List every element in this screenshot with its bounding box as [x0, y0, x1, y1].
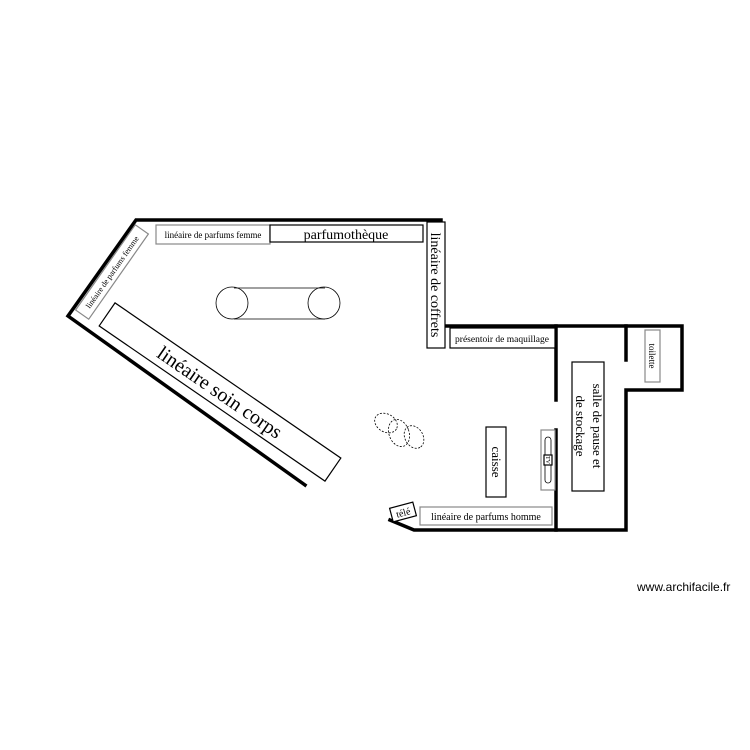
svg-text:linéaire de parfums homme: linéaire de parfums homme — [431, 512, 541, 523]
lineaire-femme-diagonal: linéaire de parfums femme — [74, 223, 150, 321]
svg-text:télé: télé — [395, 506, 412, 521]
svg-text:linéaire de parfums femme: linéaire de parfums femme — [165, 230, 262, 240]
toilette: toilette — [644, 329, 661, 383]
svg-text:de stockage: de stockage — [573, 395, 588, 456]
svg-text:présentoir de maquillage: présentoir de maquillage — [455, 335, 549, 345]
svg-text:salle de pause et: salle de pause et — [590, 384, 605, 469]
tele: télé — [388, 501, 418, 523]
svg-text:parfumothèque: parfumothèque — [304, 228, 389, 243]
lineaire-coffrets: linéaire de coffrets — [426, 221, 446, 349]
caisse: caisse — [485, 426, 507, 498]
svg-text:linéaire de parfums femme: linéaire de parfums femme — [84, 234, 141, 310]
lineaire-soin-corps: linéaire soin corps — [98, 302, 342, 482]
svg-text:linéaire de coffrets: linéaire de coffrets — [427, 233, 442, 338]
watermark: www.archifacile.fr — [636, 580, 730, 594]
lineaire-homme: linéaire de parfums homme — [419, 506, 553, 526]
svg-text:toilette: toilette — [647, 344, 657, 369]
presentoir-maquillage: présentoir de maquillage — [449, 327, 556, 349]
svg-text:TV: TV — [544, 456, 550, 465]
walls — [65, 218, 684, 532]
tv-unit: TV — [540, 429, 556, 491]
parfumotheque: parfumothèque — [269, 224, 424, 243]
seats — [374, 412, 425, 449]
table — [215, 286, 341, 320]
lineaire-femme-top: linéaire de parfums femme — [155, 224, 271, 245]
salle-de-pause: salle de pause et de stockage — [571, 361, 605, 492]
svg-text:linéaire soin corps: linéaire soin corps — [153, 342, 286, 443]
svg-text:caisse: caisse — [489, 446, 504, 477]
